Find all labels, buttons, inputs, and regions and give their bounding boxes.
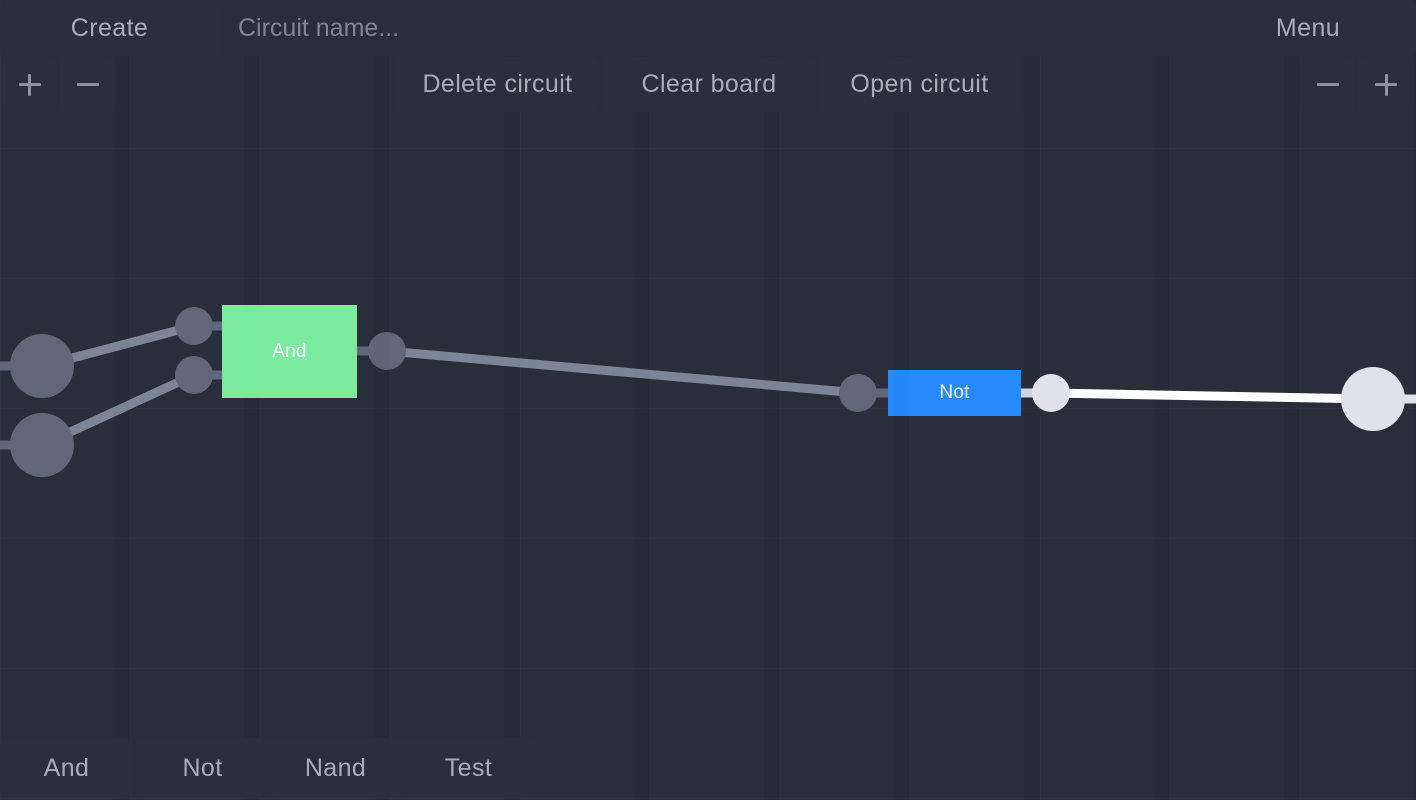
palette-button-test[interactable]: Test	[402, 738, 535, 798]
circuit-node-and-in-1[interactable]	[175, 307, 213, 345]
circuit-node-and-out[interactable]	[368, 332, 406, 370]
zoom-in-left-button[interactable]	[2, 57, 57, 112]
zoom-out-left-button[interactable]	[60, 57, 115, 112]
plus-icon	[18, 73, 41, 96]
circuit-node-input-a[interactable]	[10, 334, 74, 398]
wire[interactable]	[1050, 388, 1374, 404]
palette-button-not[interactable]: Not	[136, 738, 269, 798]
delete-circuit-button[interactable]: Delete circuit	[396, 57, 599, 112]
menu-button[interactable]: Menu	[1200, 0, 1416, 56]
circuit-node-and-in-2[interactable]	[175, 356, 213, 394]
plus-icon	[1375, 73, 1397, 96]
circuit-node-input-b[interactable]	[10, 413, 74, 477]
create-button[interactable]: Create	[0, 0, 219, 56]
open-circuit-button[interactable]: Open circuit	[819, 57, 1020, 112]
palette-button-nand[interactable]: Nand	[269, 738, 402, 798]
zoom-in-right-button[interactable]	[1358, 57, 1414, 112]
toolbar-top: Create Menu	[0, 0, 1416, 56]
minus-icon	[76, 74, 99, 96]
gate-not[interactable]: Not	[888, 370, 1021, 416]
circuit-node-output-node[interactable]	[1341, 367, 1405, 431]
circuit-node-not-out[interactable]	[1032, 374, 1070, 412]
circuit-node-not-in[interactable]	[839, 374, 877, 412]
clear-board-button[interactable]: Clear board	[602, 57, 816, 112]
toolbar-second: Delete circuit Clear board Open circuit	[0, 57, 1416, 112]
zoom-out-right-button[interactable]	[1300, 57, 1355, 112]
minus-icon	[1316, 74, 1339, 96]
palette-button-and[interactable]: And	[0, 738, 133, 798]
wire[interactable]	[386, 346, 859, 398]
gate-and[interactable]: And	[222, 305, 357, 398]
circuit-name-input[interactable]	[222, 0, 1198, 56]
